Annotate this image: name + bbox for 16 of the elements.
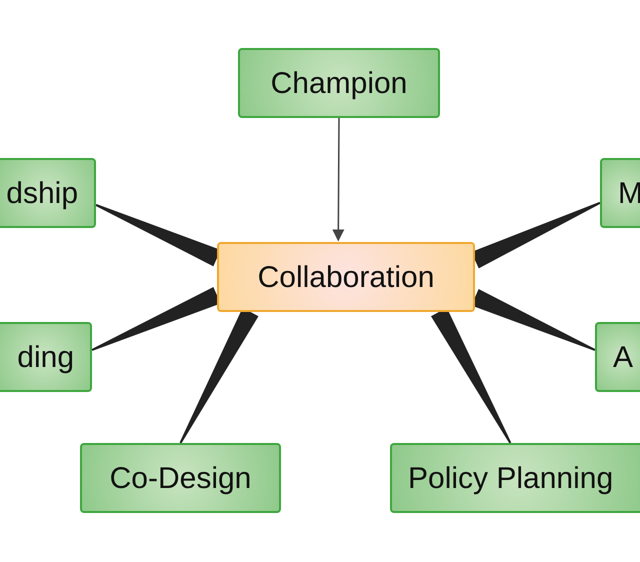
topic-box: [390, 443, 640, 513]
topic-label: Co-Design: [110, 460, 252, 496]
topic-label: Collaboration: [258, 260, 434, 296]
topic-label: Champion: [270, 66, 408, 102]
topic-box: [595, 322, 640, 392]
topic-label: ding: [17, 340, 74, 376]
topic-box: [80, 443, 281, 513]
topic-label: A: [613, 340, 634, 376]
topic-box: [0, 322, 92, 392]
topic-box: [0, 158, 96, 228]
arrow: [332, 118, 344, 242]
central-topic-box: [217, 242, 475, 312]
topic-label: dship: [6, 176, 78, 212]
topic-box: [600, 158, 640, 228]
topic-label: Policy Planning: [408, 460, 614, 496]
topic-box: [238, 48, 440, 118]
